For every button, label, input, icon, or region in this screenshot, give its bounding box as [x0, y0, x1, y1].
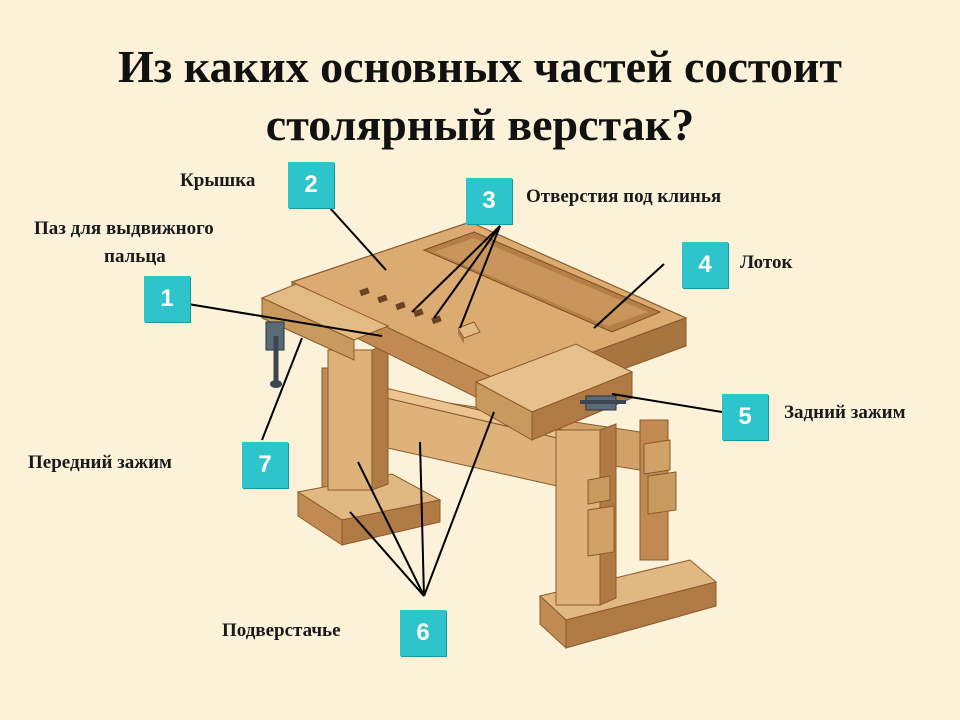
- label-back-vise: Задний зажим: [784, 402, 906, 423]
- leader-3a: [411, 225, 501, 313]
- title-line-1: Из каких основных частей состоит: [118, 41, 842, 92]
- leader-7: [261, 337, 303, 441]
- badge-1: 1: [144, 276, 190, 322]
- badge-2: 2: [288, 162, 334, 208]
- badge-4: 4: [682, 242, 728, 288]
- badge-7: 7: [242, 442, 288, 488]
- leader-6a: [349, 511, 425, 597]
- leader-6b: [357, 461, 425, 597]
- leader-lines: [187, 207, 723, 597]
- badge-3: 3: [466, 178, 512, 224]
- leader-6d: [423, 411, 495, 597]
- label-wedge-holes: Отверстия под клинья: [526, 186, 722, 207]
- leader-1: [187, 303, 383, 337]
- leader-3b: [433, 225, 501, 319]
- label-front-vise: Передний зажим: [28, 452, 172, 473]
- label-base: Подверстачье: [222, 620, 341, 641]
- leader-6c: [419, 441, 425, 597]
- leader-4: [593, 263, 665, 329]
- page-title: Из каких основных частей состоит столярн…: [0, 38, 960, 154]
- label-groove-line-1: Паз для выдвижного: [34, 218, 214, 239]
- leader-2: [329, 207, 387, 271]
- front-vise: [260, 283, 390, 388]
- back-vise: [474, 343, 634, 441]
- label-groove-line-2: пальца: [104, 246, 166, 267]
- label-tray: Лоток: [740, 252, 793, 273]
- leader-3c: [459, 225, 501, 329]
- label-lid: Крышка: [180, 170, 256, 191]
- badge-5: 5: [722, 394, 768, 440]
- badge-6: 6: [400, 610, 446, 656]
- title-line-2: столярный верстак?: [265, 99, 695, 150]
- leader-5: [611, 393, 723, 413]
